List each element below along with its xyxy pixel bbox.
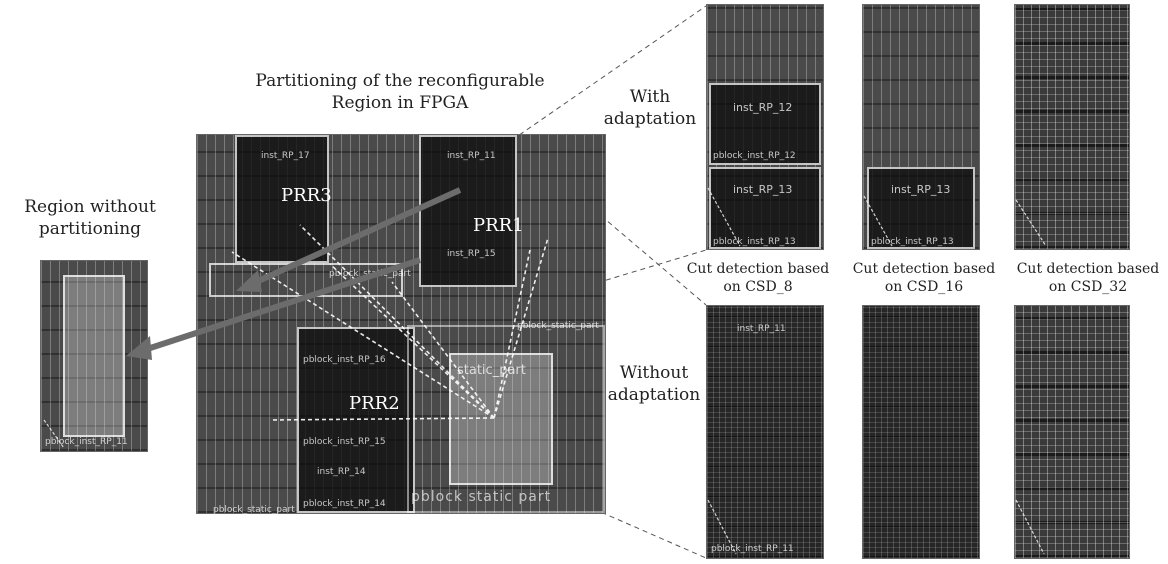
caption-csd8: Cut detection based on CSD_8: [676, 260, 840, 296]
rp14-label: inst_RP_14: [317, 467, 366, 477]
fan-line-1: [231, 251, 495, 419]
pblock-static-center: static_part: [449, 353, 553, 485]
caption-csd32: Cut detection based on CSD_32: [1008, 260, 1168, 296]
without-label-line2: adaptation: [607, 385, 701, 405]
caption-csd32-line1: Cut detection based: [1016, 261, 1160, 277]
with16-rp13-label: inst_RP_13: [891, 183, 951, 196]
caption-csd16-line1: Cut detection based: [852, 261, 996, 277]
arrowhead-left: [126, 336, 152, 360]
region-highlight-block: [63, 275, 125, 437]
title-line1: Partitioning of the reconfigurable: [255, 71, 545, 91]
with16-rp13b-label: pblock_inst_RP_13: [871, 237, 954, 247]
left-label-line2: partitioning: [38, 219, 142, 239]
without-adaptation-csd16: [862, 305, 980, 559]
fan-line-2: [299, 224, 495, 419]
arrow-shaft-left: [137, 257, 421, 355]
diagram-title: Partitioning of the reconfigurable Regio…: [200, 70, 600, 114]
without-adaptation-label: Without adaptation: [594, 362, 714, 406]
caption-csd8-line2: on CSD_8: [723, 279, 793, 295]
pblock-rp11: inst_RP_11 inst_RP_15: [419, 135, 517, 287]
rp16-label: pblock_inst_RP_16: [303, 355, 386, 365]
with-adaptation-csd16: inst_RP_13 pblock_inst_RP_13: [862, 4, 980, 250]
fan-line-3: [329, 263, 495, 419]
tile-diag-6: [43, 419, 65, 449]
static-center-label: static_part: [457, 363, 526, 378]
static-left-bottom-label: pblock_static_part: [213, 505, 295, 515]
left-pblock-label: pblock_inst_RP_11: [45, 437, 128, 447]
tile-diag-2: [863, 195, 893, 247]
with-rp12-block: inst_RP_12 pblock_inst_RP_12: [709, 83, 821, 165]
arrow-shaft-prr: [243, 187, 462, 290]
zoom-line-without-top: [511, 139, 707, 306]
left-region-label: Region without partitioning: [0, 196, 180, 240]
without-rp11b-label: pblock_inst_RP_11: [711, 544, 794, 554]
tile-diag-1: [707, 187, 741, 247]
without-label-line1: Without: [619, 363, 689, 383]
with16-rp13-block: inst_RP_13 pblock_inst_RP_13: [867, 167, 975, 249]
static-bottom-label: pblock static part: [411, 489, 552, 505]
arrowhead-prr: [236, 270, 262, 292]
with-label-line2: adaptation: [603, 109, 697, 129]
with-adaptation-csd8: inst_RP_12 pblock_inst_RP_12 inst_RP_13 …: [706, 4, 824, 250]
zoom-line-with-top: [511, 5, 707, 141]
title-line2: Region in FPGA: [331, 93, 469, 113]
fan-line-5: [493, 237, 549, 419]
tile-diag-4: [707, 499, 737, 555]
caption-csd16-line2: on CSD_16: [884, 279, 964, 295]
tile-diag-3: [1015, 199, 1047, 247]
prr3-label: PRR3: [281, 185, 332, 206]
caption-csd8-line1: Cut detection based: [686, 261, 830, 277]
prr1-label: PRR1: [473, 215, 524, 236]
without-adaptation-csd32: [1014, 305, 1130, 559]
with-label-line1: With: [629, 87, 671, 107]
with-adaptation-label: With adaptation: [590, 86, 710, 130]
tile-diag-5: [1015, 499, 1045, 555]
left-label-line1: Region without: [24, 197, 156, 217]
rp14b-label: pblock_inst_RP_14: [303, 499, 386, 509]
with-rp12b-label: pblock_inst_RP_12: [713, 151, 796, 161]
pblock-rp17: inst_RP_17: [235, 135, 329, 263]
rp15b-label: pblock_inst_RP_15: [303, 437, 386, 447]
rp17-label: inst_RP_17: [261, 151, 310, 161]
with-adaptation-csd32: [1014, 4, 1130, 250]
with-rp12-label: inst_RP_12: [733, 101, 793, 114]
fan-line-6: [493, 249, 531, 419]
without-rp11-label: inst_RP_11: [737, 324, 786, 334]
with-rp13b-label: pblock_inst_RP_13: [713, 237, 796, 247]
with-rp13-block: inst_RP_13 pblock_inst_RP_13: [709, 167, 821, 249]
prr2-label: PRR2: [349, 393, 400, 414]
with-rp13-label: inst_RP_13: [733, 183, 793, 196]
fan-line-7: [269, 417, 495, 421]
without-adaptation-csd8: inst_RP_11 pblock_inst_RP_11: [706, 305, 824, 559]
rp15-label: inst_RP_15: [447, 249, 496, 259]
rp11-label: inst_RP_11: [447, 151, 496, 161]
caption-csd32-line2: on CSD_32: [1048, 279, 1128, 295]
caption-csd16: Cut detection based on CSD_16: [846, 260, 1002, 296]
fan-line-4: [391, 281, 495, 419]
